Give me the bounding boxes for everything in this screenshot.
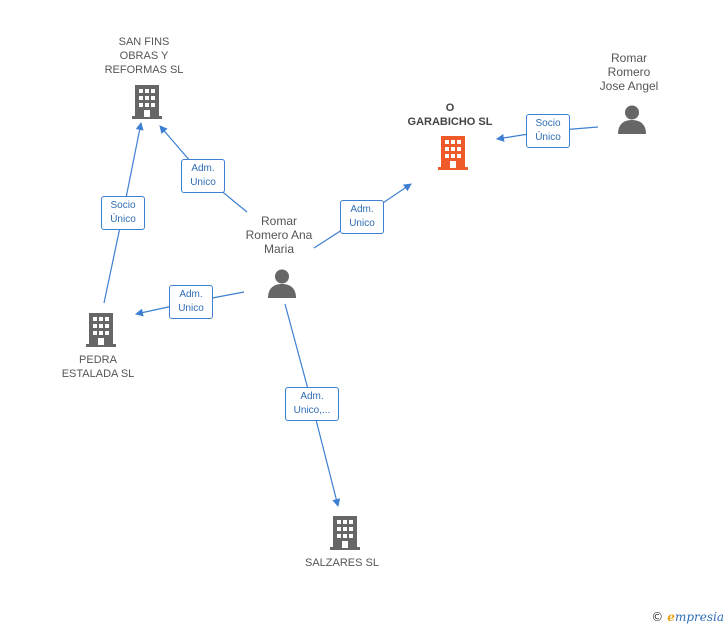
edge-label-socio-unico[interactable]: Socio Único xyxy=(101,196,145,230)
edge-label-adm-unico[interactable]: Adm. Unico xyxy=(340,200,384,234)
building-icon[interactable] xyxy=(330,516,360,550)
node-label-romar-ana-maria[interactable]: Romar Romero Ana Maria xyxy=(245,214,313,256)
node-label-o-garabicho[interactable]: O GARABICHO SL xyxy=(407,102,493,128)
node-label-romar-jose-angel[interactable]: Romar Romero Jose Angel xyxy=(599,51,659,93)
building-icon[interactable] xyxy=(437,136,469,170)
person-icon[interactable] xyxy=(617,104,647,134)
node-label-san-fins[interactable]: SAN FINS OBRAS Y REFORMAS SL xyxy=(104,36,184,76)
person-icon[interactable] xyxy=(267,268,297,298)
brand-logo-text: mpresia xyxy=(674,610,724,624)
brand-watermark[interactable]: ©empresia xyxy=(651,610,724,624)
node-label-pedra-estalada[interactable]: PEDRA ESTALADA SL xyxy=(61,354,135,380)
edge-label-adm-unico[interactable]: Adm. Unico xyxy=(169,285,213,319)
node-label-salzares[interactable]: SALZARES SL xyxy=(305,557,379,569)
edge-label-socio-unico[interactable]: Socio Único xyxy=(526,114,570,148)
building-icon[interactable] xyxy=(86,313,116,347)
copyright-icon: © xyxy=(651,610,664,624)
edge-label-adm-unico-etc[interactable]: Adm. Unico,... xyxy=(285,387,339,421)
building-icon[interactable] xyxy=(132,85,162,119)
edge-label-adm-unico[interactable]: Adm. Unico xyxy=(181,159,225,193)
brand-logo-initial: e xyxy=(667,610,675,624)
